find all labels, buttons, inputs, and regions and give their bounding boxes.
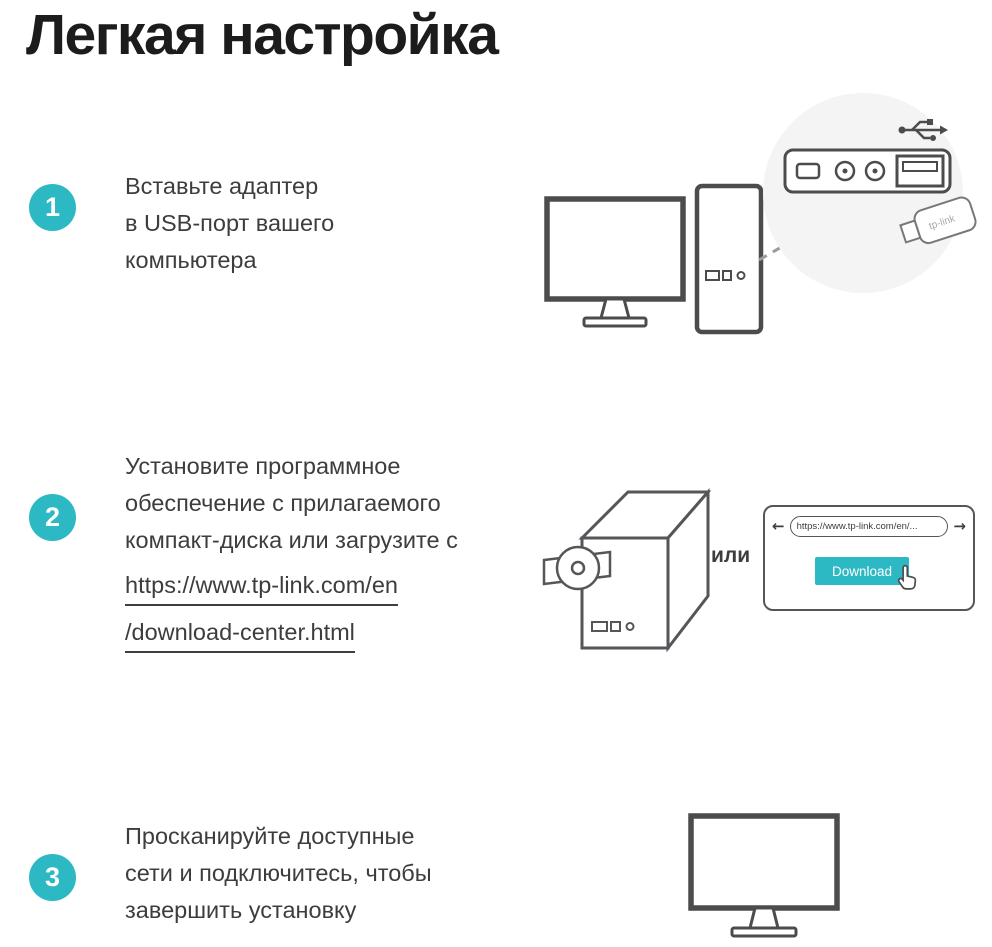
step2-line2: обеспечение с прилагаемого	[125, 490, 441, 516]
step2-line1: Установите программное	[125, 453, 401, 479]
url-field: https://www.tp-link.com/en/...	[789, 516, 949, 537]
monitor-illustration	[544, 196, 686, 328]
download-url-line1: https://www.tp-link.com/en	[125, 571, 398, 606]
usb-port-panel	[783, 148, 952, 194]
step2-number-badge: 2	[29, 494, 76, 541]
step3-line3: завершить установку	[125, 897, 357, 923]
cd-tower-illustration	[542, 487, 712, 653]
step3-line1: Просканируйте доступные	[125, 823, 415, 849]
audio-jack	[834, 160, 856, 182]
download-button: Download	[815, 557, 909, 585]
url-text: https://www.tp-link.com/en/...	[796, 521, 918, 532]
mini-usb-port	[795, 162, 821, 180]
hand-cursor-icon	[897, 564, 917, 590]
step1-line2: в USB-порт вашего	[125, 210, 335, 236]
download-url-line2: /download-center.html	[125, 618, 355, 653]
step1-line1: Вставьте адаптер	[125, 173, 319, 199]
or-label: или	[711, 544, 751, 567]
usb-a-port	[895, 154, 945, 188]
forward-icon: →	[953, 517, 966, 535]
browser-frame: ← https://www.tp-link.com/en/... → Downl…	[763, 505, 975, 611]
step1-text: Вставьте адаптер в USB-порт вашего компь…	[125, 168, 334, 279]
step3-line2: сети и подключитесь, чтобы	[125, 860, 432, 886]
step2-line3: компакт-диска или загрузите с	[125, 527, 458, 553]
usb-adapter: tp-link	[899, 196, 977, 245]
step3-text: Просканируйте доступные сети и подключит…	[125, 818, 432, 929]
cd-tray	[542, 545, 612, 591]
step3-number-badge: 3	[29, 854, 76, 901]
step1-number-badge: 1	[29, 184, 76, 231]
step1-line3: компьютера	[125, 247, 257, 273]
usb-zoom-bubble: tp-link	[758, 93, 977, 293]
monitor-illustration-step3	[688, 813, 840, 938]
audio-jack	[864, 160, 886, 182]
page-title: Легкая настройка	[26, 3, 499, 67]
back-icon: ←	[772, 517, 785, 535]
usb-icon	[898, 119, 948, 141]
step2-text: Установите программное обеспечение с при…	[125, 448, 458, 653]
